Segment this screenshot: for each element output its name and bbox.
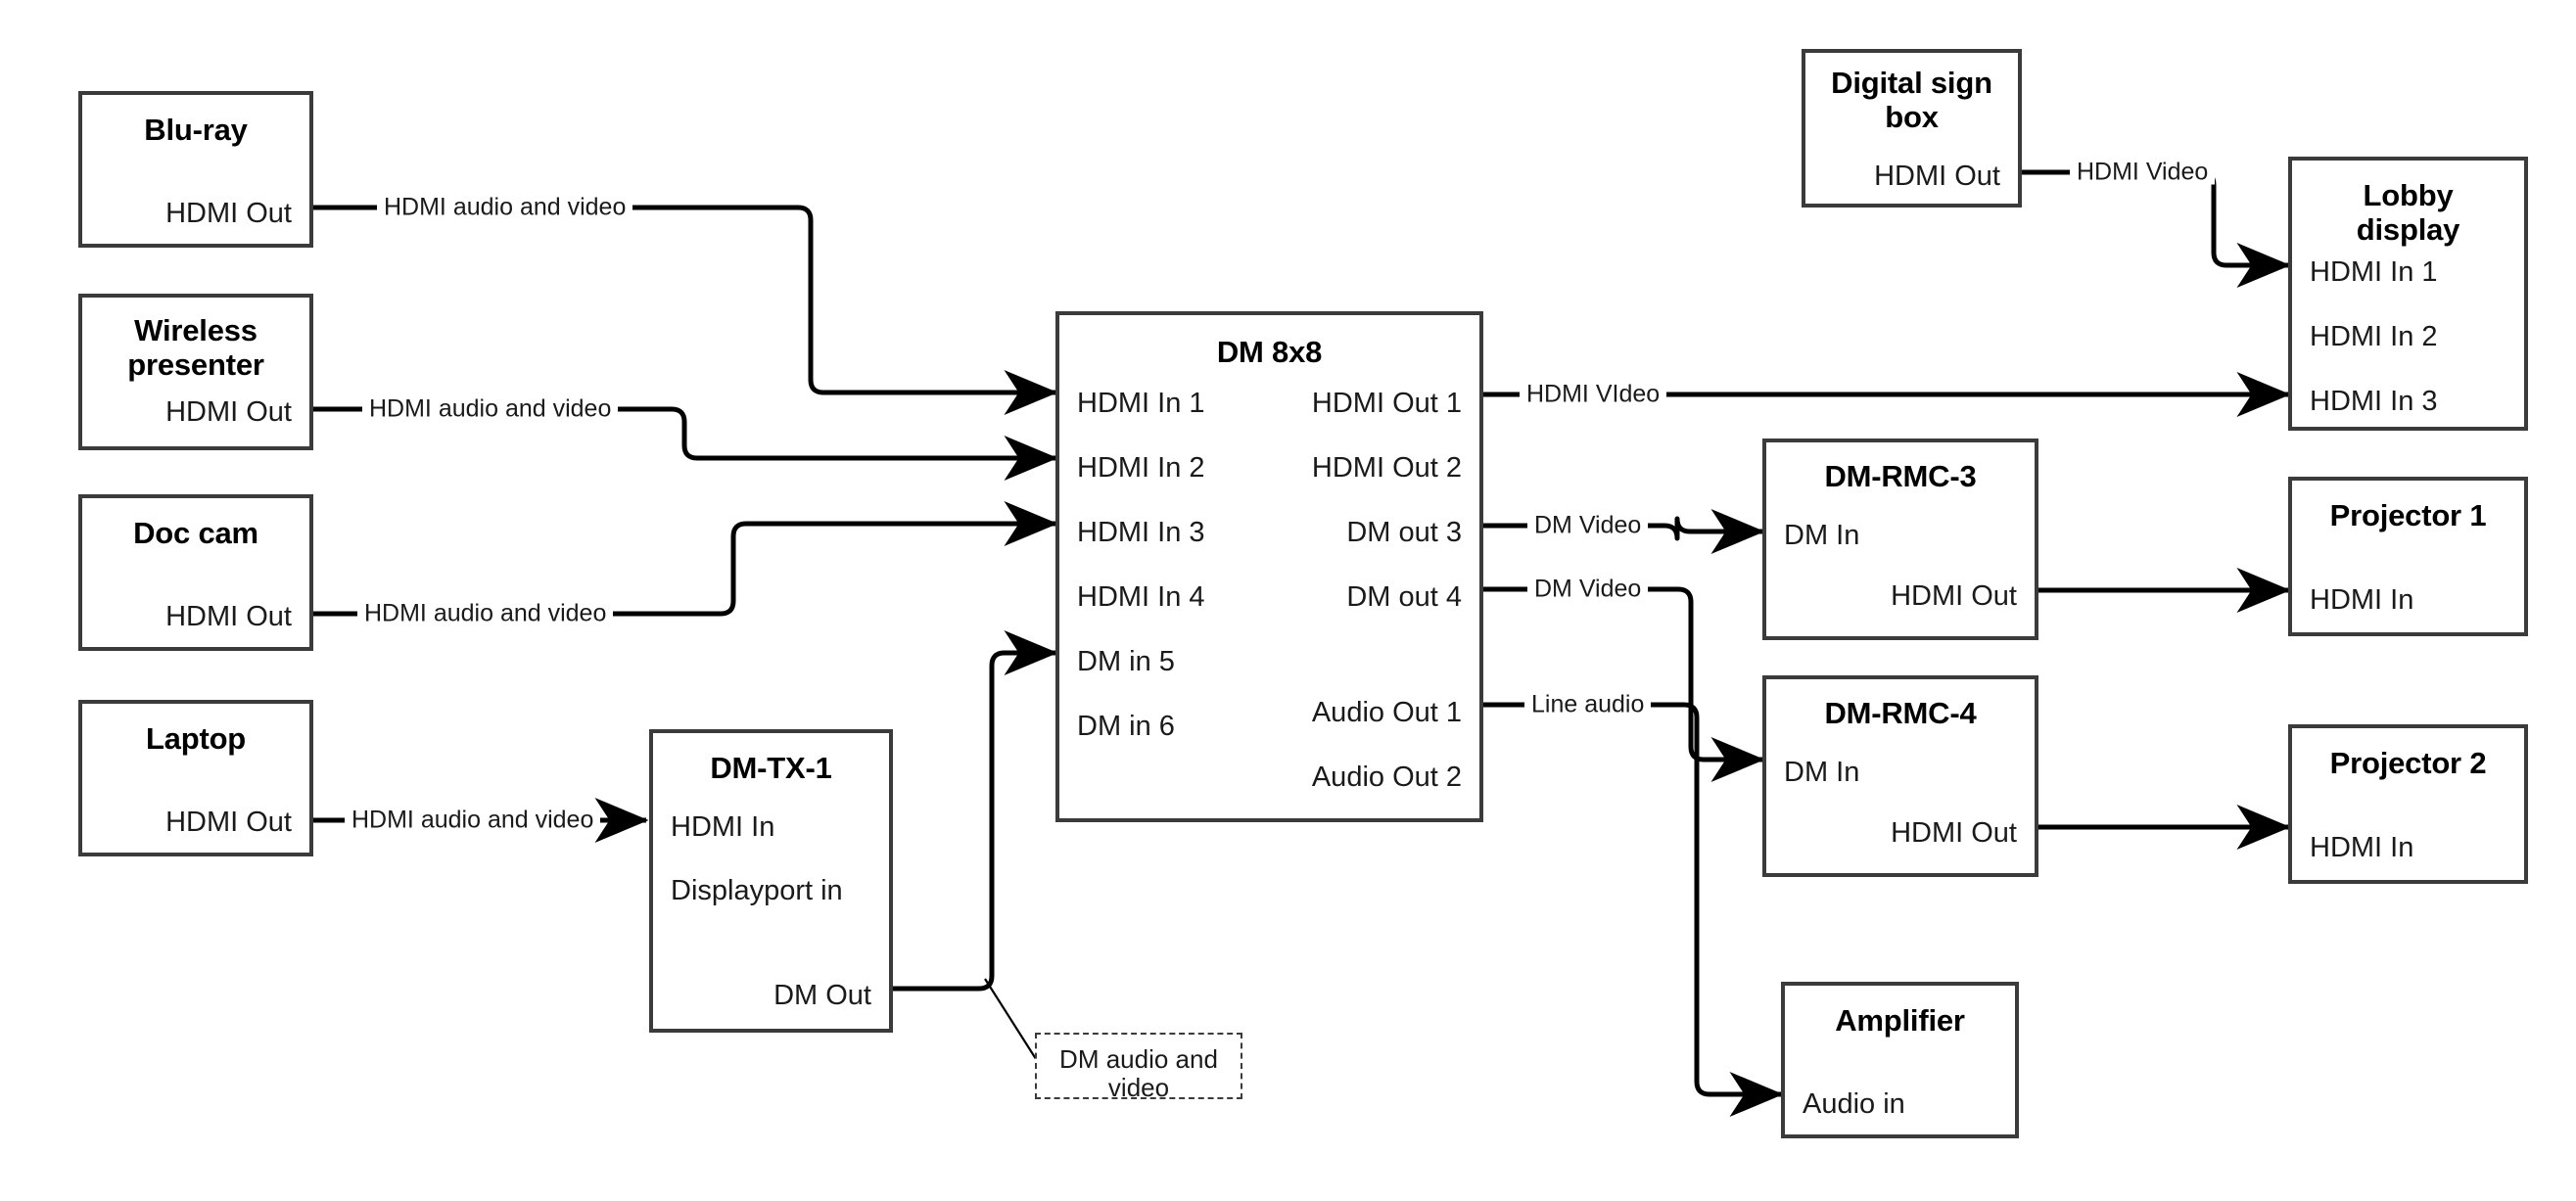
wire-dm8x8-audioout1-to-amp [1483, 702, 1784, 1117]
wire-label-doccam: HDMI audio and video [357, 601, 614, 626]
port-audio-in[interactable]: Audio in [1803, 1088, 1905, 1120]
device-doc-cam[interactable]: Doc cam HDMI Out [78, 494, 313, 651]
wire-label-dm-video-4: DM Video [1527, 577, 1649, 602]
device-wireless-presenter[interactable]: Wireless presenter HDMI Out [78, 294, 313, 450]
wire-bluray-to-dm8x8 [313, 205, 1058, 415]
port-hdmi-in-1[interactable]: HDMI In 1 [2310, 256, 2438, 288]
port-dm-in[interactable]: DM In [1784, 757, 1860, 788]
wire-label-bluray: HDMI audio and video [377, 195, 633, 220]
device-title-line1: Lobby [2363, 178, 2454, 212]
port-hdmi-in-2[interactable]: HDMI In 2 [1077, 452, 1205, 484]
device-projector-1[interactable]: Projector 1 HDMI In [2288, 477, 2528, 636]
device-title: Laptop [145, 721, 247, 756]
device-lobby-display[interactable]: Lobby display HDMI In 1 HDMI In 2 HDMI I… [2288, 157, 2528, 431]
port-audio-out-2[interactable]: Audio Out 2 [1311, 762, 1462, 793]
device-title: Amplifier [1835, 1003, 1965, 1038]
device-title-line2: display [2356, 212, 2460, 247]
port-dm-out[interactable]: DM Out [773, 980, 871, 1011]
device-projector-2[interactable]: Projector 2 HDMI In [2288, 724, 2528, 884]
callout-line1: DM audio and [1059, 1044, 1218, 1074]
port-hdmi-in-4[interactable]: HDMI In 4 [1077, 581, 1205, 613]
wire-sign-to-lobby [2022, 169, 2291, 288]
port-dm-in-5[interactable]: DM in 5 [1077, 646, 1175, 677]
device-title: Doc cam [133, 516, 258, 550]
port-displayport-in[interactable]: Displayport in [671, 875, 843, 906]
port-hdmi-in-1[interactable]: HDMI In 1 [1077, 388, 1205, 419]
device-title-line1: Wireless [134, 313, 258, 347]
wire-label-laptop: HDMI audio and video [345, 808, 601, 833]
port-dm-in-6[interactable]: DM in 6 [1077, 711, 1175, 742]
device-title: Blu-ray [144, 113, 248, 147]
wire-label-dm-video-3: DM Video [1527, 513, 1649, 538]
port-hdmi-out[interactable]: HDMI Out [165, 198, 292, 229]
device-dm-rmc-4[interactable]: DM-RMC-4 DM In HDMI Out [1762, 675, 2038, 877]
port-hdmi-in-3[interactable]: HDMI In 3 [1077, 517, 1205, 548]
port-dm-out-4[interactable]: DM out 4 [1346, 581, 1462, 613]
device-dm-8x8[interactable]: DM 8x8 HDMI In 1 HDMI In 2 HDMI In 3 HDM… [1055, 311, 1483, 822]
device-title: Projector 2 [2329, 746, 2487, 780]
port-dm-in[interactable]: DM In [1784, 520, 1860, 551]
port-hdmi-out[interactable]: HDMI Out [165, 807, 292, 838]
port-hdmi-in[interactable]: HDMI In [2310, 832, 2414, 863]
port-audio-out-1[interactable]: Audio Out 1 [1311, 697, 1462, 728]
device-title: DM-TX-1 [710, 751, 832, 785]
device-title-line1: Digital sign [1831, 66, 1992, 100]
callout-dm-audio-and-video: DM audio and video [1035, 1033, 1242, 1102]
device-title: DM-RMC-4 [1824, 696, 1977, 730]
wire-label-hdmi-video-lobby: HDMI VIdeo [1520, 382, 1667, 407]
port-hdmi-out-1[interactable]: HDMI Out 1 [1311, 388, 1462, 419]
port-hdmi-out[interactable]: HDMI Out [1891, 580, 2017, 612]
port-hdmi-out[interactable]: HDMI Out [165, 396, 292, 428]
device-amplifier[interactable]: Amplifier Audio in [1781, 982, 2019, 1138]
device-title: DM-RMC-3 [1824, 459, 1977, 493]
port-dm-out-3[interactable]: DM out 3 [1346, 517, 1462, 548]
port-hdmi-in[interactable]: HDMI In [2310, 584, 2414, 616]
port-hdmi-out[interactable]: HDMI Out [1891, 817, 2017, 849]
device-title-line2: box [1885, 100, 1939, 134]
port-hdmi-out[interactable]: HDMI Out [1874, 161, 2000, 192]
port-hdmi-out-2[interactable]: HDMI Out 2 [1311, 452, 1462, 484]
port-hdmi-in-2[interactable]: HDMI In 2 [2310, 321, 2438, 352]
device-title: DM 8x8 [1216, 335, 1323, 369]
port-hdmi-out[interactable]: HDMI Out [165, 601, 292, 632]
wire-label-line-audio: Line audio [1524, 692, 1652, 717]
port-hdmi-in-3[interactable]: HDMI In 3 [2310, 386, 2438, 417]
port-hdmi-in[interactable]: HDMI In [671, 811, 775, 843]
wire-label-hdmi-video-sign: HDMI Video [2070, 160, 2216, 185]
device-digital-sign-box[interactable]: Digital sign box HDMI Out [1802, 49, 2022, 208]
wire-dm8x8-dmout4-to-rmc4 [1483, 586, 1765, 782]
wire-label-wireless: HDMI audio and video [362, 396, 619, 422]
device-bluray[interactable]: Blu-ray HDMI Out [78, 91, 313, 248]
device-dm-rmc-3[interactable]: DM-RMC-3 DM In HDMI Out [1762, 439, 2038, 640]
device-title-line2: presenter [127, 347, 264, 382]
device-title: Projector 1 [2329, 498, 2487, 532]
device-dm-tx-1[interactable]: DM-TX-1 HDMI In Displayport in DM Out [649, 729, 893, 1033]
wire-dmtx1-to-dm8x8 [893, 630, 1058, 992]
device-laptop[interactable]: Laptop HDMI Out [78, 700, 313, 856]
leader-line-dm-audio-video [984, 978, 1039, 1063]
callout-line2: video [1107, 1073, 1170, 1102]
